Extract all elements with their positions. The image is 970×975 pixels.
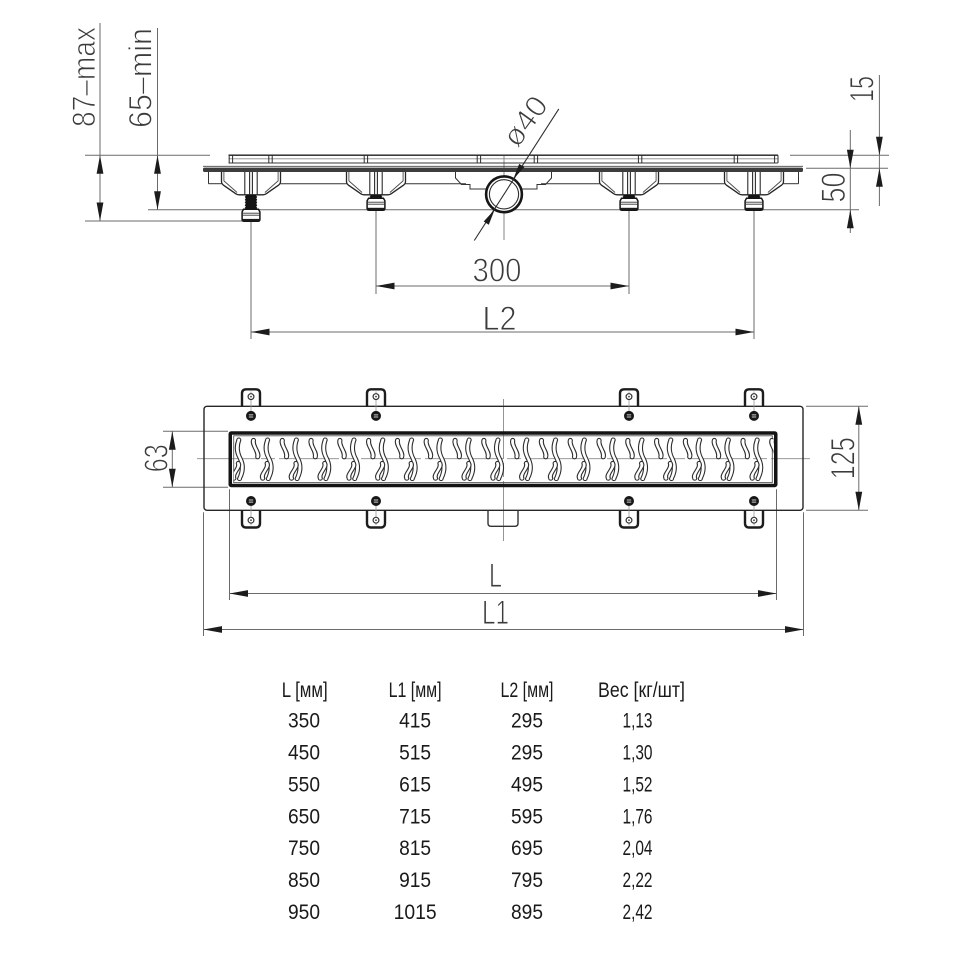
svg-text:L2 [мм]: L2 [мм] xyxy=(501,678,554,702)
svg-text:1,13: 1,13 xyxy=(623,708,653,732)
svg-text:595: 595 xyxy=(511,804,543,828)
svg-text:850: 850 xyxy=(288,868,320,892)
svg-text:65–min: 65–min xyxy=(123,28,159,128)
svg-text:615: 615 xyxy=(399,772,431,796)
svg-text:Вес [кг/шт]: Вес [кг/шт] xyxy=(598,678,685,702)
svg-text:750: 750 xyxy=(288,836,320,860)
svg-text:87–max: 87–max xyxy=(66,27,102,127)
svg-text:2,42: 2,42 xyxy=(623,900,653,924)
svg-text:L2: L2 xyxy=(483,300,517,338)
svg-text:450: 450 xyxy=(288,740,320,764)
svg-text:295: 295 xyxy=(511,708,543,732)
svg-text:815: 815 xyxy=(399,836,431,860)
svg-text:2,22: 2,22 xyxy=(623,868,653,892)
svg-text:L1 [мм]: L1 [мм] xyxy=(389,678,442,702)
svg-text:1015: 1015 xyxy=(394,900,437,924)
svg-text:795: 795 xyxy=(511,868,543,892)
svg-text:715: 715 xyxy=(399,804,431,828)
svg-text:63: 63 xyxy=(138,444,175,472)
svg-text:350: 350 xyxy=(288,708,320,732)
svg-text:50: 50 xyxy=(815,173,853,203)
svg-text:L: L xyxy=(489,557,502,595)
svg-text:1,30: 1,30 xyxy=(623,740,653,764)
svg-text:1,76: 1,76 xyxy=(623,804,653,828)
svg-text:695: 695 xyxy=(511,836,543,860)
svg-text:ø40: ø40 xyxy=(496,90,554,153)
svg-text:300: 300 xyxy=(473,252,522,289)
svg-text:650: 650 xyxy=(288,804,320,828)
svg-text:550: 550 xyxy=(288,772,320,796)
svg-text:295: 295 xyxy=(511,740,543,764)
svg-text:125: 125 xyxy=(825,437,863,479)
svg-text:1,52: 1,52 xyxy=(623,772,653,796)
svg-text:L1: L1 xyxy=(482,594,509,632)
svg-text:L [мм]: L [мм] xyxy=(282,678,328,702)
svg-text:415: 415 xyxy=(399,708,431,732)
svg-text:495: 495 xyxy=(511,772,543,796)
svg-text:515: 515 xyxy=(399,740,431,764)
svg-text:950: 950 xyxy=(288,900,320,924)
svg-text:2,04: 2,04 xyxy=(623,836,653,860)
svg-text:15: 15 xyxy=(844,76,882,102)
svg-text:895: 895 xyxy=(511,900,543,924)
svg-text:915: 915 xyxy=(399,868,431,892)
